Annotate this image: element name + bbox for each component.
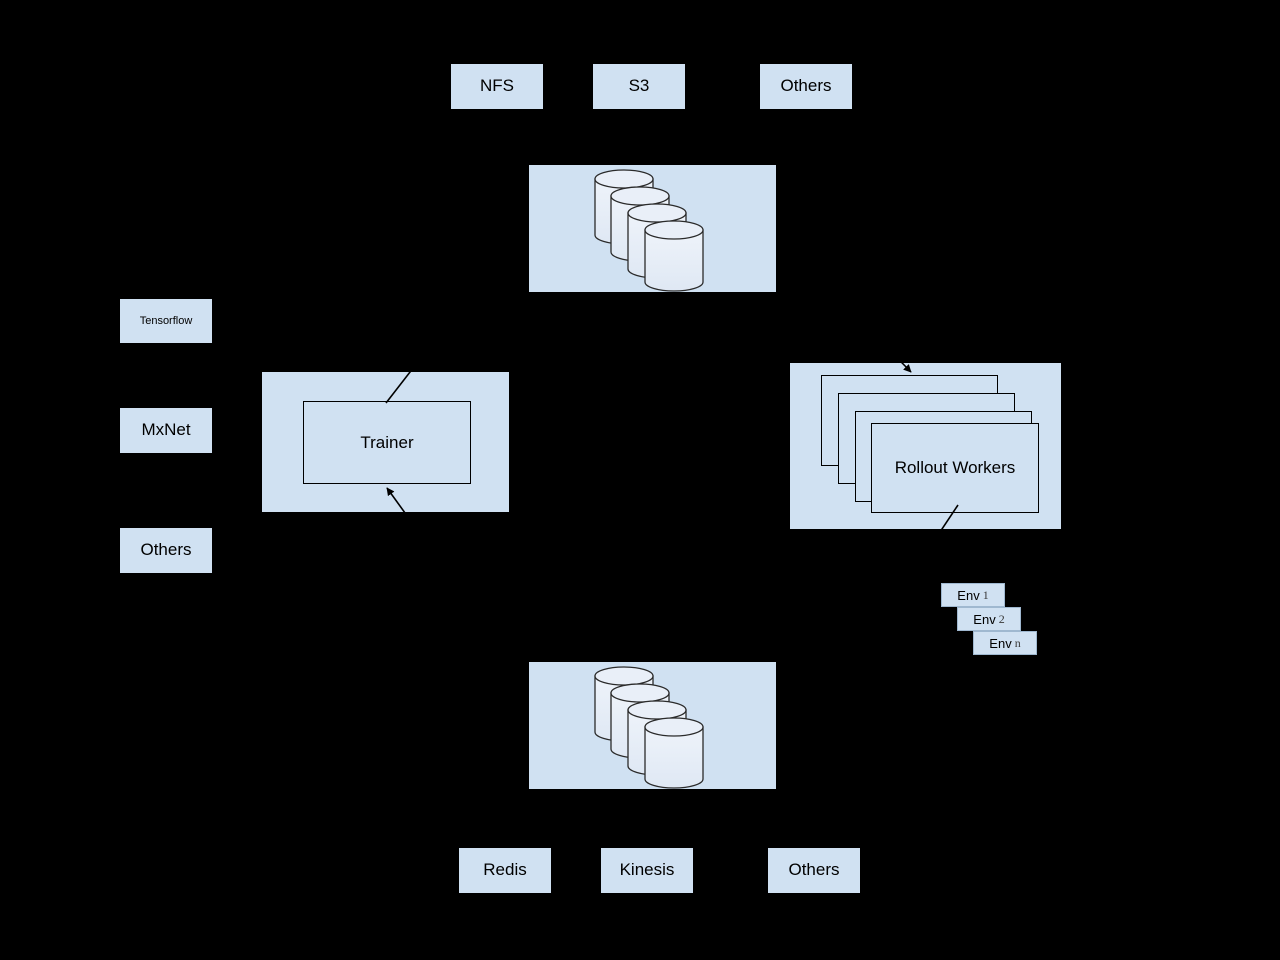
env-node-n[interactable]: Env n: [973, 631, 1037, 655]
storage-node-others[interactable]: Others: [760, 64, 852, 109]
line-top-store-to-rollout: [844, 304, 912, 373]
framework-node-tensorflow[interactable]: Tensorflow: [120, 299, 212, 343]
storage-node-s3-label: S3: [628, 76, 650, 96]
storage-node-s3[interactable]: S3: [593, 64, 685, 109]
storage-node-nfs-label: NFS: [480, 76, 514, 96]
env-node-2[interactable]: Env 2: [957, 607, 1021, 631]
framework-node-others[interactable]: Others: [120, 528, 212, 573]
trainer-card-label: Trainer: [360, 432, 414, 452]
storage-node-others-label: Others: [780, 76, 832, 96]
env-node-1-index: 1: [982, 587, 989, 602]
env-node-1[interactable]: Env 1: [941, 583, 1005, 607]
framework-node-mxnet-label: MxNet: [141, 420, 191, 440]
trainer-card[interactable]: Trainer: [303, 401, 471, 484]
streaming-node-redis[interactable]: Redis: [459, 848, 551, 893]
storage-node-nfs[interactable]: NFS: [451, 64, 543, 109]
rollout-worker-card-front[interactable]: Rollout Workers: [871, 423, 1039, 513]
env-node-n-name: Env: [989, 635, 1012, 651]
env-node-2-name: Env: [973, 611, 996, 627]
env-node-2-index: 2: [998, 611, 1005, 626]
datastore-top-panel: [529, 165, 776, 292]
streaming-node-others-label: Others: [788, 860, 840, 880]
streaming-node-kinesis[interactable]: Kinesis: [601, 848, 693, 893]
env-node-1-name: Env: [957, 587, 980, 603]
datastore-bottom-panel: [529, 662, 776, 789]
framework-node-mxnet[interactable]: MxNet: [120, 408, 212, 453]
streaming-node-others[interactable]: Others: [768, 848, 860, 893]
env-node-n-index: n: [1014, 635, 1021, 650]
framework-node-tensorflow-label: Tensorflow: [139, 314, 193, 327]
framework-node-others-label: Others: [140, 540, 192, 560]
rollout-worker-card-label: Rollout Workers: [894, 458, 1016, 477]
streaming-node-redis-label: Redis: [483, 860, 527, 880]
streaming-node-kinesis-label: Kinesis: [619, 860, 675, 880]
